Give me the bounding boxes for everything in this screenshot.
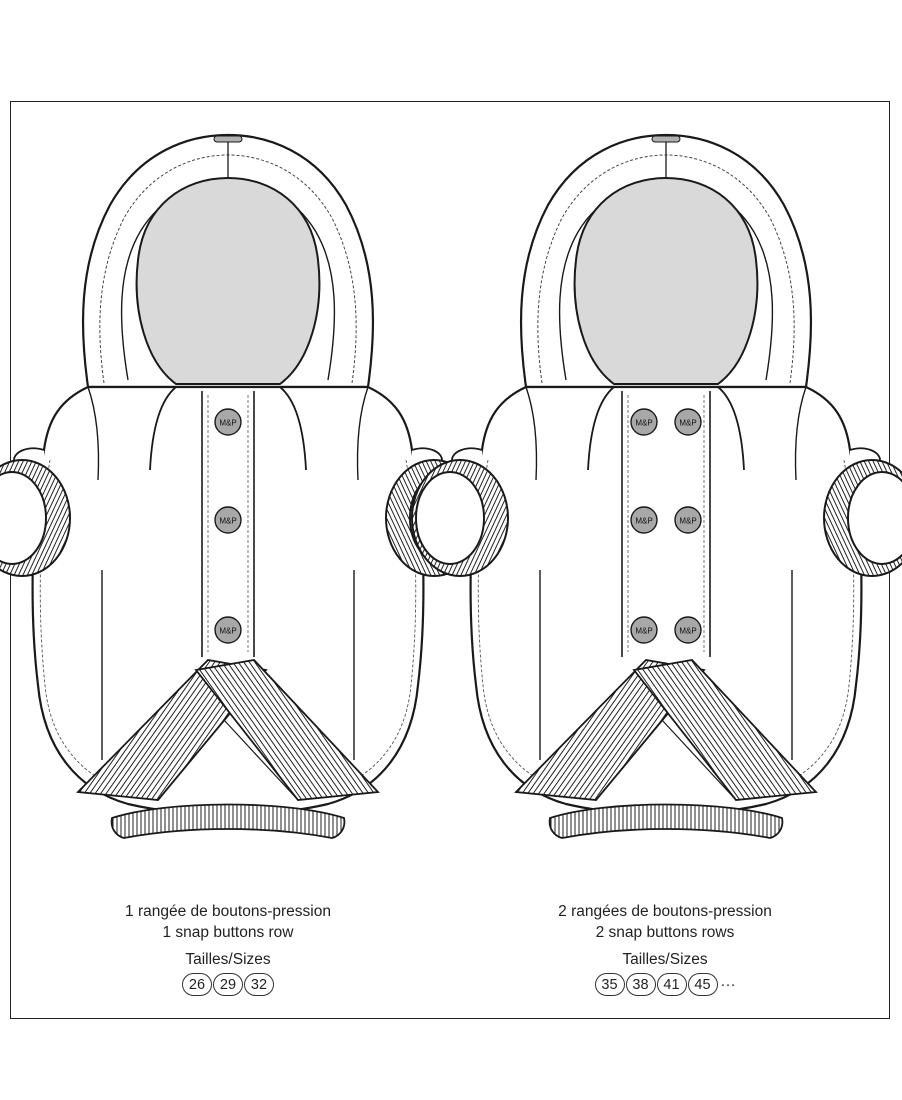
svg-text:M&P: M&P xyxy=(219,419,236,428)
svg-text:M&P: M&P xyxy=(635,419,652,428)
size-badge: 41 xyxy=(656,973,687,996)
caption-left-english: 1 snap buttons row xyxy=(162,924,294,941)
snap-button: M&P xyxy=(214,408,242,436)
caption-right-english: 2 snap buttons rows xyxy=(595,924,735,941)
size-badge: 45 xyxy=(687,973,718,996)
size-badge: 32 xyxy=(244,973,274,996)
size-badge: 29 xyxy=(213,973,243,996)
snap-button: M&P xyxy=(214,506,242,534)
size-badge: 35 xyxy=(594,973,625,996)
svg-text:M&P: M&P xyxy=(219,627,236,636)
caption-right: 2 rangées de boutons-pression 2 snap but… xyxy=(485,901,845,996)
svg-text:M&P: M&P xyxy=(679,627,696,636)
snap-button: M&P xyxy=(674,506,702,534)
snap-button: M&P xyxy=(630,506,658,534)
size-badge: 26 xyxy=(182,973,212,996)
snap-button: M&P xyxy=(674,616,702,644)
caption-left: 1 rangée de boutons-pression 1 snap butt… xyxy=(48,901,408,996)
sizes-row-right: 35 38 41 45 ··· xyxy=(485,973,845,996)
svg-text:M&P: M&P xyxy=(635,627,652,636)
svg-text:M&P: M&P xyxy=(679,419,696,428)
snap-button: M&P xyxy=(630,408,658,436)
svg-text:M&P: M&P xyxy=(635,517,652,526)
snap-button: M&P xyxy=(630,616,658,644)
sizes-label-left: Tailles/Sizes xyxy=(185,951,271,968)
sizes-label-right: Tailles/Sizes xyxy=(622,951,708,968)
coat-right-illustration: M&P M&P M&P M&P M&P M&P xyxy=(410,133,902,840)
snap-button: M&P xyxy=(214,616,242,644)
snap-button: M&P xyxy=(674,408,702,436)
svg-text:M&P: M&P xyxy=(679,517,696,526)
coat-left-illustration: M&P M&P M&P xyxy=(0,133,484,840)
snap-buttons-right: M&P M&P M&P M&P M&P M&P xyxy=(630,408,702,644)
sizes-row-left: 26 29 32 xyxy=(48,973,408,996)
caption-right-french: 2 rangées de boutons-pression xyxy=(558,903,772,920)
snap-buttons-left: M&P M&P M&P xyxy=(214,408,242,644)
size-badge: 38 xyxy=(625,973,656,996)
more-sizes-ellipsis: ··· xyxy=(720,976,736,993)
caption-left-french: 1 rangée de boutons-pression xyxy=(125,903,331,920)
svg-text:M&P: M&P xyxy=(219,517,236,526)
